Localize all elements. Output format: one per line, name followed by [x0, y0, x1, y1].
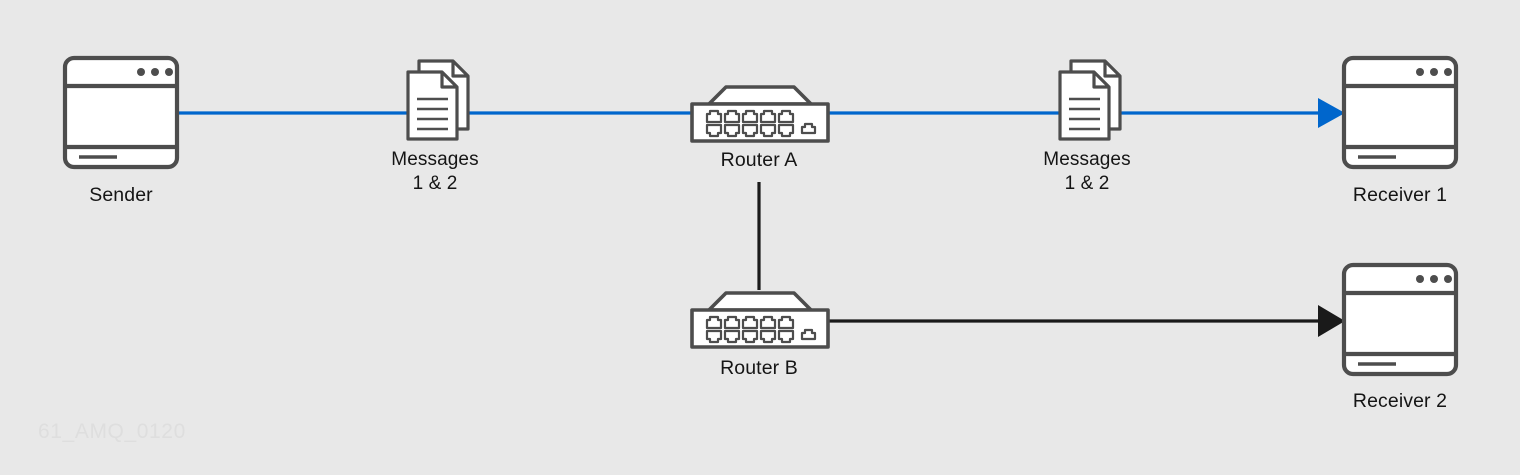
node-receiver-2[interactable]	[1341, 262, 1459, 382]
documents-icon	[1058, 59, 1122, 141]
computer-icon	[1341, 55, 1459, 170]
router-icon	[690, 291, 830, 349]
documents-icon	[406, 59, 470, 141]
label-router-b: Router B	[720, 357, 798, 379]
watermark-text: 61_AMQ_0120	[38, 420, 186, 443]
label-receiver-2: Receiver 2	[1352, 390, 1448, 412]
node-router-a[interactable]	[686, 82, 834, 151]
computer-icon	[62, 55, 180, 170]
arrowhead-receiver-1	[1318, 98, 1345, 128]
node-messages-right[interactable]	[1057, 58, 1123, 147]
computer-icon	[1341, 262, 1459, 377]
node-messages-left[interactable]	[405, 58, 471, 147]
label-sender: Sender	[89, 184, 153, 206]
node-sender[interactable]	[62, 55, 180, 175]
label-messages-right: Messages 1 & 2	[1043, 149, 1131, 195]
node-receiver-1[interactable]	[1341, 55, 1459, 175]
label-router-a: Router A	[720, 149, 798, 171]
label-messages-left: Messages 1 & 2	[391, 149, 479, 195]
node-router-b[interactable]	[686, 288, 834, 357]
router-icon	[690, 85, 830, 143]
label-receiver-1: Receiver 1	[1352, 184, 1448, 206]
arrowhead-receiver-2	[1318, 305, 1345, 337]
